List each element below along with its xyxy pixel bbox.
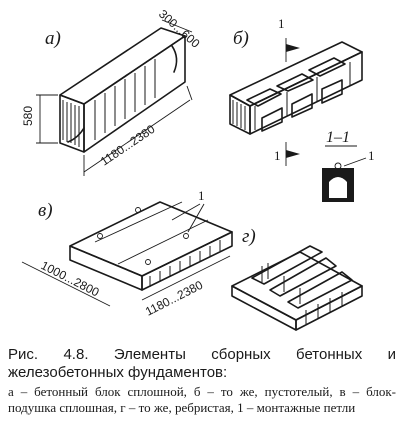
figure-caption: Рис. 4.8. Элементы сборных бетонных и же… (8, 346, 396, 416)
panel-label-a: а) (45, 28, 61, 49)
dim-a-height: 580 (21, 106, 35, 126)
callout-1-section: 1 (368, 148, 375, 163)
panel-label-v: в) (38, 200, 53, 221)
section-mark-top: 1 (278, 16, 285, 31)
caption-title: Рис. 4.8. Элементы сборных бетонных и же… (8, 346, 396, 381)
dim-v-width: 1000...2800 (39, 258, 102, 299)
block-a-solid (36, 19, 193, 176)
panel-label-g: г) (242, 226, 256, 247)
section-mark-bottom: 1 (274, 148, 281, 163)
block-b-hollow (229, 38, 363, 166)
foundation-elements-drawing: а) 300...600 580 1180...2380 б) 1 (21, 7, 375, 331)
dim-a-length: 1180...2380 (98, 122, 158, 169)
block-g-ribbed (231, 245, 363, 331)
callout-1-cushion: 1 (198, 188, 205, 203)
section-1-1-detail (322, 157, 367, 202)
block-v-cushion (21, 201, 233, 307)
panel-label-b: б) (233, 28, 249, 49)
section-title: 1–1 (326, 129, 350, 146)
caption-legend: а – бетонный блок сплошной, б – то же, п… (8, 384, 396, 415)
